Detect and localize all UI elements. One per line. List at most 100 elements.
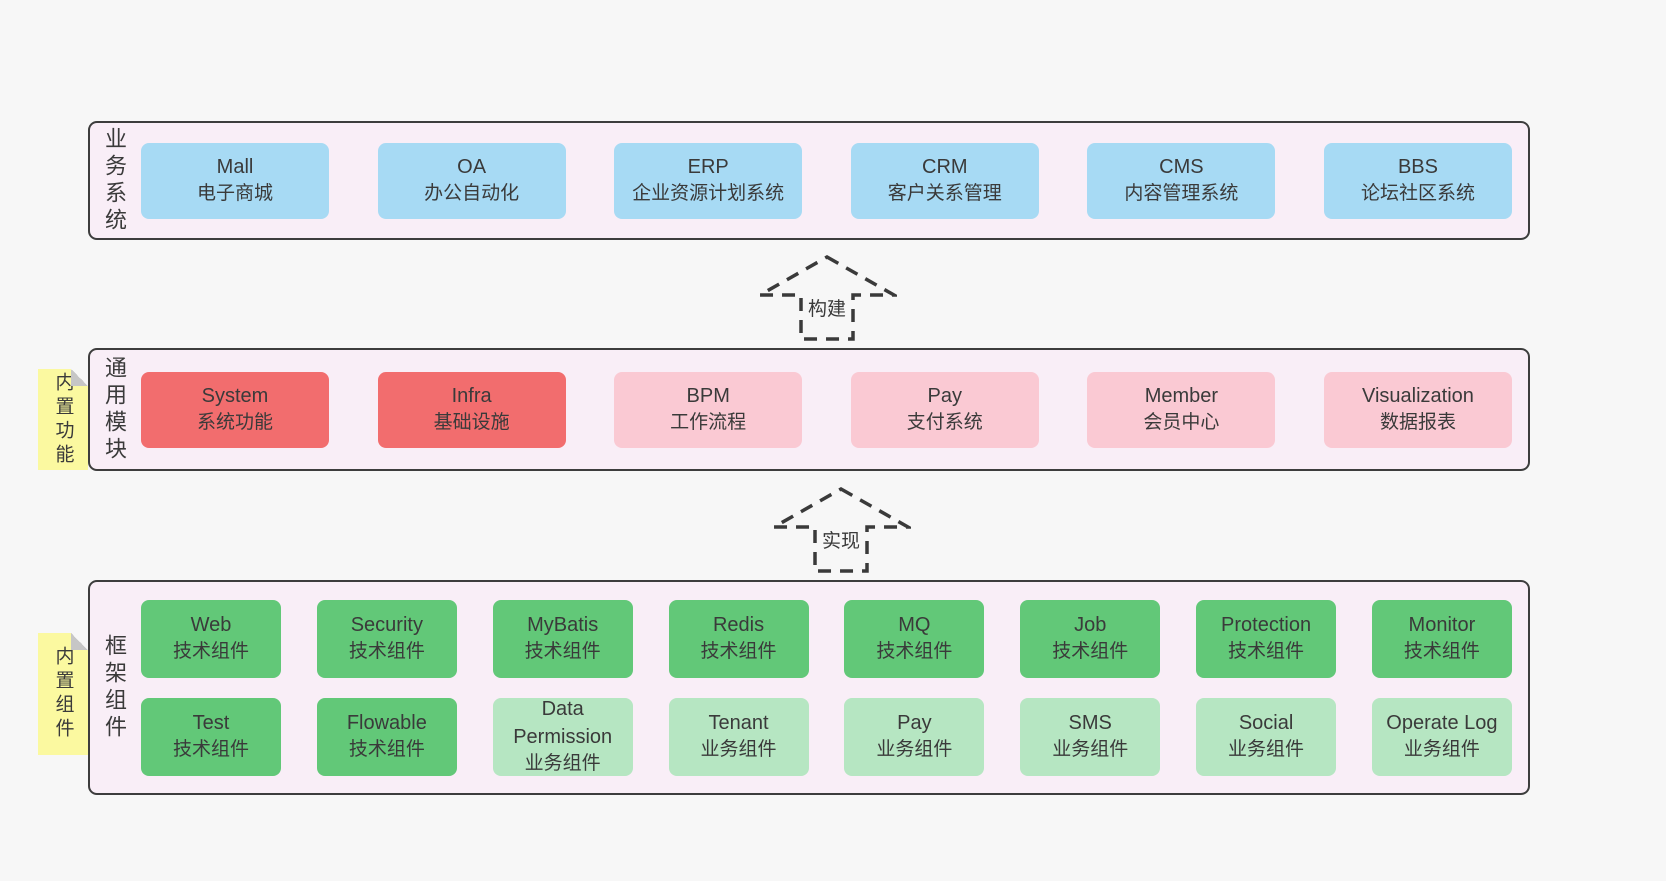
arrow-label: 实现 [818, 526, 864, 553]
box-desc: 内容管理系统 [1124, 183, 1239, 205]
layer-title: 框架组件 [102, 633, 127, 742]
box-bpm: BPM 工作流程 [614, 371, 803, 448]
component-row-2: Test 技术组件 Flowable 技术组件 Data Permission … [141, 697, 1512, 776]
box-desc: 电子商城 [196, 183, 273, 205]
box-name: Security [350, 614, 423, 637]
box-desc: 业务组件 [524, 753, 601, 775]
layer-common-modules: 通用模块 System 系统功能 Infra 基础设施 BPM 工作流程 Pay… [88, 348, 1530, 471]
layer-content: Web 技术组件 Security 技术组件 MyBatis 技术组件 Redi… [125, 599, 1528, 776]
box-desc: 数据报表 [1379, 412, 1456, 434]
layer-content: Mall 电子商城 OA 办公自动化 ERP 企业资源计划系统 CRM 客户关系… [125, 142, 1528, 219]
box-name: CMS [1159, 156, 1204, 179]
box-job: Job 技术组件 [1020, 599, 1161, 678]
box-name: Tenant [708, 712, 769, 735]
box-name: ERP [687, 156, 729, 179]
box-bbs: BBS 论坛社区系统 [1323, 142, 1512, 219]
box-name: MQ [898, 614, 931, 637]
box-desc: 业务组件 [876, 739, 953, 761]
box-flowable: Flowable 技术组件 [316, 697, 457, 776]
box-system: System 系统功能 [141, 371, 329, 448]
box-desc: 技术组件 [1052, 641, 1129, 663]
box-mybatis: MyBatis 技术组件 [492, 599, 633, 678]
box-web: Web 技术组件 [141, 599, 281, 678]
box-name: CRM [922, 156, 968, 179]
box-desc: 论坛社区系统 [1360, 183, 1475, 205]
box-desc: 基础设施 [433, 412, 510, 434]
box-name: BPM [686, 385, 730, 408]
box-desc: 技术组件 [1228, 641, 1305, 663]
box-desc: 业务组件 [700, 739, 777, 761]
box-pay: Pay 支付系统 [850, 371, 1039, 448]
box-name: OA [457, 156, 487, 179]
box-desc: 技术组件 [348, 739, 425, 761]
box-desc: 会员中心 [1143, 412, 1220, 434]
box-sms: SMS 业务组件 [1020, 697, 1161, 776]
box-name: Mall [216, 156, 254, 179]
dashed-up-arrow-icon [757, 254, 897, 341]
box-desc: 客户关系管理 [887, 183, 1002, 205]
layer-business-systems: 业务系统 Mall 电子商城 OA 办公自动化 ERP 企业资源计划系统 CRM… [88, 121, 1530, 240]
box-name: Visualization [1362, 385, 1474, 408]
box-redis: Redis 技术组件 [668, 599, 809, 678]
box-desc: 业务组件 [1052, 739, 1129, 761]
box-oa: OA 办公自动化 [377, 142, 566, 219]
box-desc: 技术组件 [348, 641, 425, 663]
box-visualization: Visualization 数据报表 [1323, 371, 1512, 448]
arrow-label: 构建 [804, 294, 850, 321]
box-social: Social 业务组件 [1196, 697, 1337, 776]
sticky-note-builtin-features: 内置功能 [38, 369, 88, 470]
box-desc: 支付系统 [906, 412, 983, 434]
box-member: Member 会员中心 [1087, 371, 1276, 448]
box-name: MyBatis [527, 614, 599, 637]
box-mq: MQ 技术组件 [844, 599, 985, 678]
box-desc: 技术组件 [700, 641, 777, 663]
box-operate-log: Operate Log 业务组件 [1371, 697, 1512, 776]
box-desc: 企业资源计划系统 [632, 183, 785, 205]
box-name: Operate Log [1386, 712, 1498, 735]
box-name: Member [1144, 385, 1219, 408]
box-test: Test 技术组件 [141, 697, 281, 776]
box-name: Pay [897, 712, 932, 735]
box-name: SMS [1068, 712, 1112, 735]
box-name: Infra [451, 385, 492, 408]
box-crm: CRM 客户关系管理 [850, 142, 1039, 219]
box-name: Pay [927, 385, 963, 408]
box-security: Security 技术组件 [316, 599, 457, 678]
layer-content: System 系统功能 Infra 基础设施 BPM 工作流程 Pay 支付系统… [125, 371, 1528, 448]
box-name: Redis [712, 614, 765, 637]
box-desc: 办公自动化 [424, 183, 520, 205]
box-data-permission: Data Permission 业务组件 [492, 697, 633, 776]
box-cms: CMS 内容管理系统 [1087, 142, 1276, 219]
box-desc: 技术组件 [172, 641, 249, 663]
box-name: Data Permission [513, 698, 613, 749]
layer-framework-components: 框架组件 Web 技术组件 Security 技术组件 MyBatis 技术组件… [88, 580, 1530, 795]
box-monitor: Monitor 技术组件 [1371, 599, 1512, 678]
box-name: Monitor [1408, 614, 1476, 637]
box-name: Protection [1221, 614, 1312, 637]
box-erp: ERP 企业资源计划系统 [614, 142, 803, 219]
box-desc: 技术组件 [524, 641, 601, 663]
component-row-1: Web 技术组件 Security 技术组件 MyBatis 技术组件 Redi… [141, 599, 1512, 678]
box-name: Test [192, 712, 230, 735]
dashed-up-arrow-icon [771, 486, 911, 573]
box-desc: 工作流程 [670, 412, 747, 434]
box-desc: 技术组件 [1403, 641, 1480, 663]
box-name: Social [1238, 712, 1294, 735]
box-name: BBS [1397, 156, 1438, 179]
implement-arrow: 实现 [771, 486, 911, 574]
layer-title: 通用模块 [102, 355, 127, 464]
folded-corner-icon [71, 369, 88, 386]
box-desc: 技术组件 [876, 641, 953, 663]
box-mall: Mall 电子商城 [141, 142, 329, 219]
note-text: 内置组件 [52, 646, 74, 742]
build-arrow: 构建 [757, 254, 897, 342]
box-desc: 业务组件 [1403, 739, 1480, 761]
box-name: Web [190, 614, 232, 637]
box-desc: 业务组件 [1228, 739, 1305, 761]
box-name: Flowable [346, 712, 427, 735]
layer-title: 业务系统 [102, 126, 127, 235]
box-desc: 技术组件 [172, 739, 249, 761]
box-name: Job [1074, 614, 1107, 637]
box-pay-biz: Pay 业务组件 [844, 697, 985, 776]
note-text: 内置功能 [52, 371, 74, 468]
